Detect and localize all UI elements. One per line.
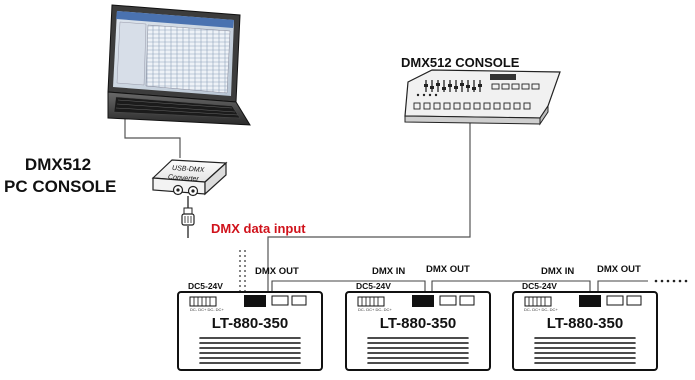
device-2-model-label: LT-880-350 xyxy=(379,315,457,332)
device-2-dmx-out-label: DMX OUT xyxy=(426,264,470,275)
device-3-model-label: LT-880-350 xyxy=(546,315,624,332)
device-3-dmx-out-label: DMX OUT xyxy=(597,264,641,275)
laptop-icon xyxy=(107,4,251,126)
device-1-power-label: DC5-24V xyxy=(188,281,223,291)
pc-console-label-line1: DMX512 xyxy=(24,155,92,174)
dmx512-console-icon xyxy=(404,69,561,126)
dmx-data-input-label: DMX data input xyxy=(211,221,306,236)
device-2-terminal-labels: DC- DC+ DC- DC+ xyxy=(358,307,392,312)
wire-laptop-to-converter xyxy=(124,118,181,158)
dmx512-console-label: DMX512 CONSOLE xyxy=(401,55,520,70)
decoder-device-2 xyxy=(345,291,491,371)
wire-console-to-device xyxy=(267,122,471,292)
device-3-terminal-labels: DC- DC+ DC- DC+ xyxy=(524,307,558,312)
device-1-terminal-labels: DC- DC+ DC- DC+ xyxy=(190,307,224,312)
device-2-power-label: DC5-24V xyxy=(356,281,391,291)
usb-dmx-converter-icon xyxy=(151,159,228,226)
decoder-device-1 xyxy=(177,291,323,371)
device-1-model-label: LT-880-350 xyxy=(211,315,289,332)
continuation-dots xyxy=(654,279,688,283)
device-1-dmx-out-label: DMX OUT xyxy=(255,266,299,277)
wire-dotted-connection xyxy=(239,250,246,292)
device-3-dmx-in-label: DMX IN xyxy=(541,266,575,277)
wire-daisy-chain xyxy=(271,280,648,293)
device-3-power-label: DC5-24V xyxy=(522,281,557,291)
device-2-dmx-in-label: DMX IN xyxy=(372,266,406,277)
decoder-device-3 xyxy=(512,291,658,371)
pc-console-label-line2: PC CONSOLE xyxy=(4,177,117,196)
